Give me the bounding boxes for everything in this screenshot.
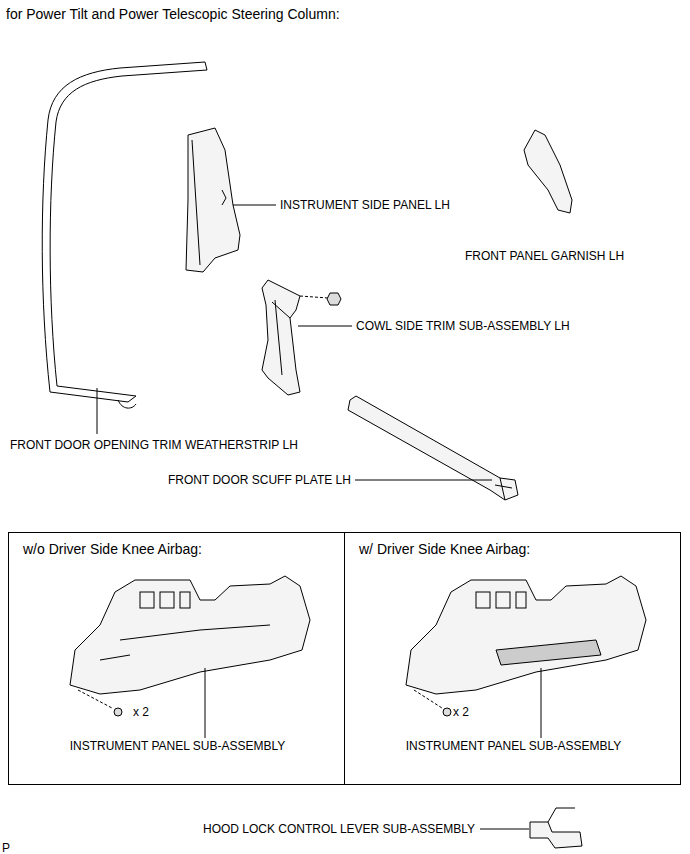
weatherstrip-outline <box>50 70 207 396</box>
quantity-note: x 2 <box>133 705 149 719</box>
part-label: FRONT PANEL GARNISH LH <box>465 249 624 263</box>
scuff-plate-shape <box>348 396 518 500</box>
weatherstrip-outline <box>42 62 205 402</box>
instrument-panel-drawing <box>70 576 310 738</box>
box-heading: w/o Driver Side Knee Airbag: <box>23 541 202 557</box>
leader-line <box>97 388 98 434</box>
leader-line <box>355 480 492 481</box>
leader-line <box>298 326 352 327</box>
option-box: w/o Driver Side Knee Airbag: x 2 INSTRUMEN… <box>8 532 345 785</box>
diagram-title: for Power Tilt and Power Telescopic Stee… <box>6 6 340 22</box>
side-panel-shape <box>186 128 240 272</box>
leader-line <box>480 829 529 830</box>
hood-lever-cable <box>548 808 575 822</box>
part-label: FRONT DOOR SCUFF PLATE LH <box>168 473 351 487</box>
part-label: INSTRUMENT PANEL SUB-ASSEMBLY <box>70 739 286 753</box>
scuff-plate-detail <box>495 478 512 500</box>
hood-lever-shape <box>530 822 582 848</box>
part-label: FRONT DOOR OPENING TRIM WEATHERSTRIP LH <box>10 438 298 452</box>
quantity-note: x 2 <box>453 705 469 719</box>
instrument-panel-drawing <box>406 576 646 738</box>
part-label: INSTRUMENT PANEL SUB-ASSEMBLY <box>406 739 622 753</box>
cowl-trim-shape <box>262 280 300 395</box>
side-panel-detail <box>192 140 226 265</box>
garnish-shape <box>524 130 572 213</box>
part-label: COWL SIDE TRIM SUB-ASSEMBLY LH <box>356 319 570 333</box>
nut-leader <box>300 296 328 298</box>
cowl-trim-detail <box>272 300 290 375</box>
leader-line <box>233 205 276 206</box>
part-label: P <box>2 841 10 854</box>
nut-symbol <box>327 293 341 305</box>
box-heading: w/ Driver Side Knee Airbag: <box>359 541 530 557</box>
option-box: w/ Driver Side Knee Airbag: x 2 INSTRUMENT… <box>344 532 681 785</box>
part-label: HOOD LOCK CONTROL LEVER SUB-ASSEMBLY <box>203 822 475 836</box>
part-label: INSTRUMENT SIDE PANEL LH <box>280 198 450 212</box>
